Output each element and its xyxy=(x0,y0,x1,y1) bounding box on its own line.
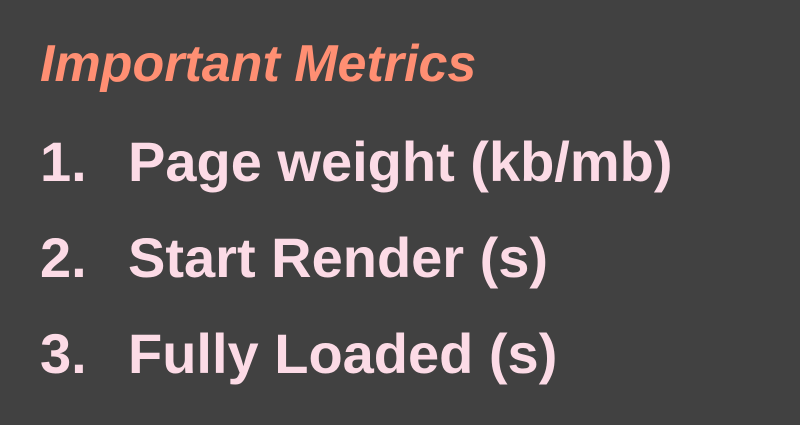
metric-number: 2. xyxy=(40,226,87,289)
metric-number: 3. xyxy=(40,322,87,385)
metric-item-page-weight: 1. Page weight (kb/mb) xyxy=(40,122,673,218)
metric-label: Fully Loaded (s) xyxy=(128,322,558,385)
metrics-list: 1. Page weight (kb/mb) 2. Start Render (… xyxy=(40,122,673,410)
metric-label: Page weight (kb/mb) xyxy=(128,130,673,193)
metric-item-fully-loaded: 3. Fully Loaded (s) xyxy=(40,314,673,410)
slide-title: Important Metrics xyxy=(40,35,477,93)
metric-number: 1. xyxy=(40,130,87,193)
metric-item-start-render: 2. Start Render (s) xyxy=(40,218,673,314)
metric-label: Start Render (s) xyxy=(128,226,549,289)
